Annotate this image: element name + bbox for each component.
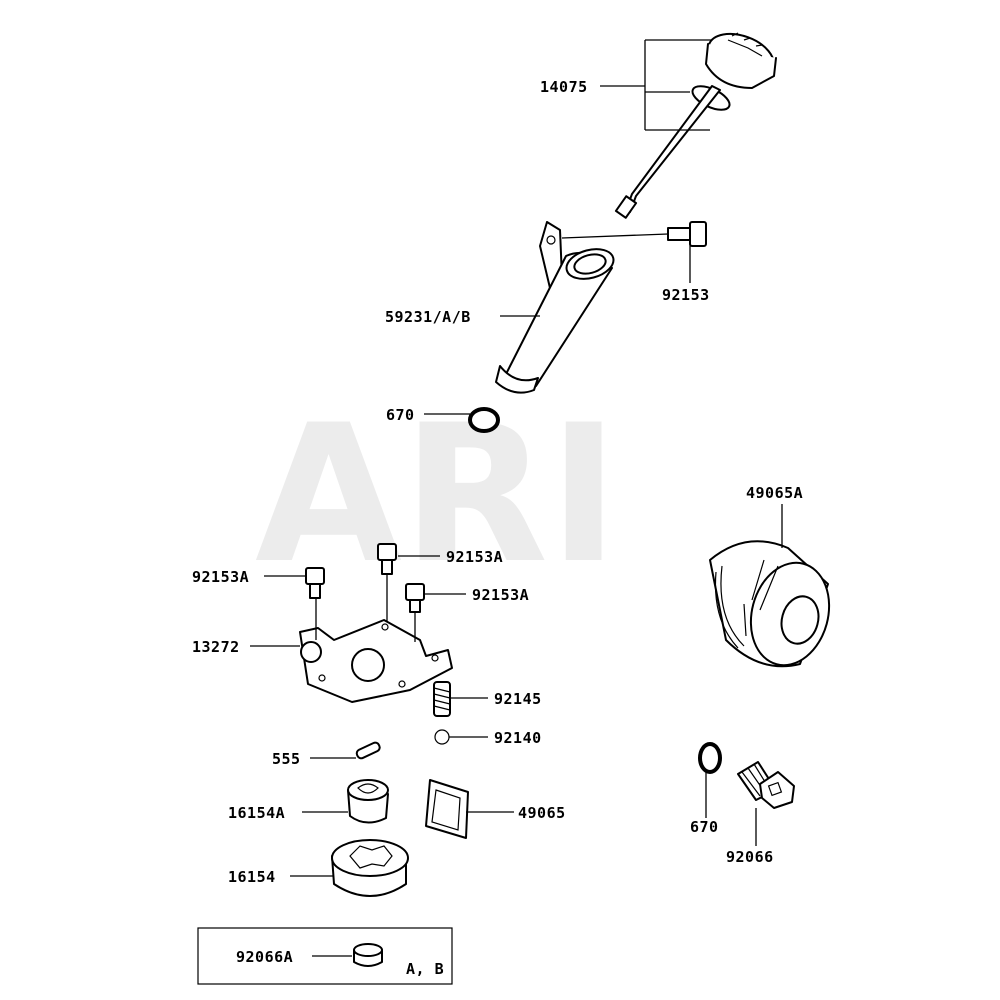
outer-rotor-part[interactable]	[331, 839, 409, 897]
label-dipstick: 14075	[540, 78, 588, 96]
spring-part[interactable]	[433, 681, 451, 717]
variant-box	[197, 927, 453, 985]
label-pin: 555	[272, 750, 301, 768]
label-box-part: 92066A	[236, 948, 293, 966]
bolt-top-part[interactable]	[667, 221, 707, 247]
label-ball: 92140	[494, 729, 542, 747]
label-filler-tube: 59231/A/B	[385, 308, 471, 326]
plate-part[interactable]	[299, 619, 453, 703]
label-box-variant: A, B	[406, 960, 444, 978]
label-bolt-a2: 92153A	[446, 548, 503, 566]
label-filter: 49065A	[746, 484, 803, 502]
screen-part[interactable]	[425, 779, 469, 839]
pin-part[interactable]	[355, 741, 381, 760]
label-drain-plug: 92066	[726, 848, 774, 866]
oring-plug-part[interactable]	[698, 742, 722, 774]
label-oring-plug: 670	[690, 818, 719, 836]
label-bolt-a3: 92153A	[472, 586, 529, 604]
label-bolt-top: 92153	[662, 286, 710, 304]
label-screen: 49065	[518, 804, 566, 822]
filler-tube-part[interactable]	[495, 221, 617, 394]
inner-rotor-part[interactable]	[347, 779, 389, 824]
ball-part[interactable]	[434, 729, 450, 745]
sleeve-part[interactable]	[353, 943, 383, 967]
label-plate: 13272	[192, 638, 240, 656]
dipstick-part[interactable]	[614, 26, 780, 219]
label-bolt-a1: 92153A	[192, 568, 249, 586]
oring-tube-part[interactable]	[468, 407, 500, 433]
bolt-a3-part[interactable]	[405, 583, 425, 613]
leader-lines	[250, 39, 783, 957]
oil-filter-part[interactable]	[709, 540, 840, 674]
label-spring: 92145	[494, 690, 542, 708]
label-inner-rotor: 16154A	[228, 804, 285, 822]
label-outer-rotor: 16154	[228, 868, 276, 886]
label-oring-tube: 670	[386, 406, 415, 424]
drain-plug-part[interactable]	[737, 761, 795, 809]
